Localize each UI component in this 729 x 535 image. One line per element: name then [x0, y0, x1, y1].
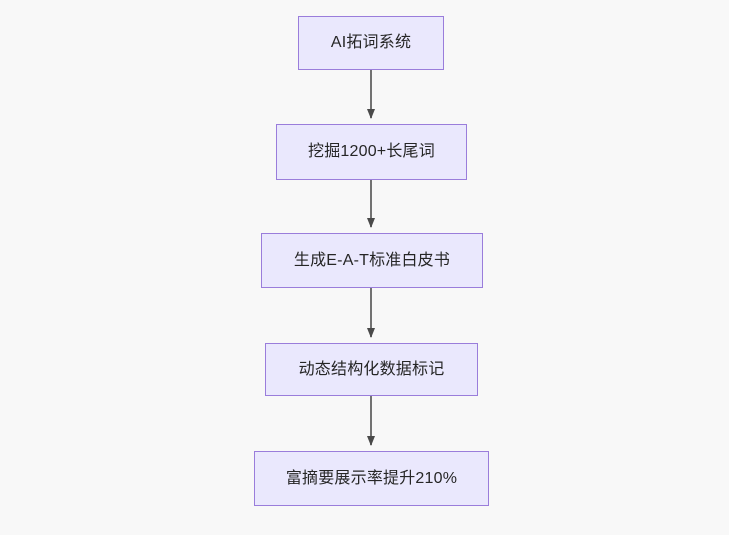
flow-node-label: AI拓词系统: [330, 34, 412, 52]
flow-node-label: 富摘要展示率提升210%: [285, 469, 458, 487]
flow-node-generate-eat-whitepaper[interactable]: 生成E-A-T标准白皮书: [261, 233, 483, 288]
flow-node-label: 动态结构化数据标记: [298, 360, 445, 378]
flow-node-label: 挖掘1200+长尾词: [308, 143, 435, 161]
flow-node-ai-keyword-system[interactable]: AI拓词系统: [298, 16, 444, 70]
flow-node-mine-longtail-keywords[interactable]: 挖掘1200+长尾词: [276, 124, 467, 180]
flow-node-label: 生成E-A-T标准白皮书: [293, 251, 451, 269]
flow-node-dynamic-structured-data-markup[interactable]: 动态结构化数据标记: [265, 343, 478, 396]
flow-node-rich-snippet-impression-lift[interactable]: 富摘要展示率提升210%: [254, 451, 489, 506]
